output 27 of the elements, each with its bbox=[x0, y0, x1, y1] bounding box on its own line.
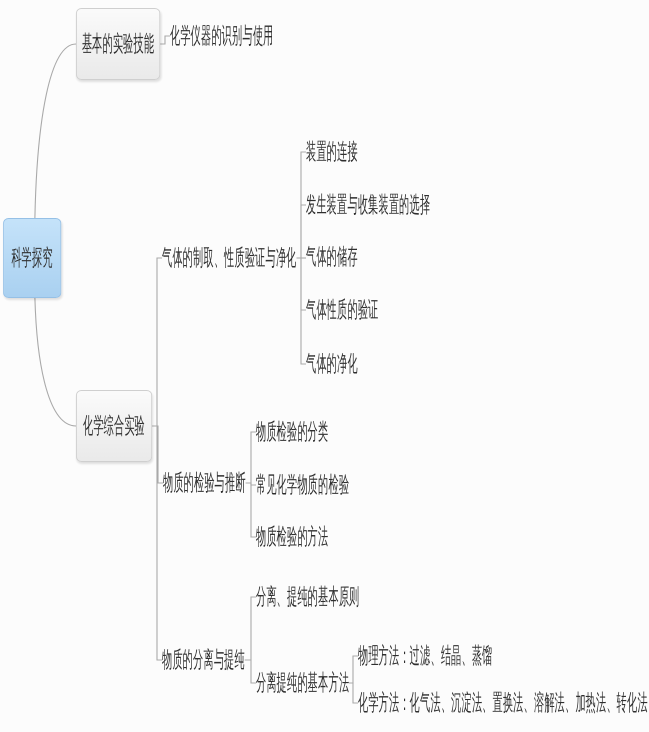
branch-label: 分离提纯的基本方法 bbox=[256, 670, 350, 696]
branch-label: 化学仪器的识别与使用 bbox=[170, 23, 274, 49]
branch-label: 发生装置与收集装置的选择 bbox=[306, 192, 430, 218]
connector-line bbox=[160, 35, 170, 45]
connector-line bbox=[34, 43, 76, 218]
root-topic-box: 科学探究 bbox=[3, 218, 61, 298]
branch-label: 气体性质的验证 bbox=[306, 297, 378, 323]
branch-label: 装置的连接 bbox=[306, 139, 358, 165]
branch-label: 化学方法：化气法、沉淀法、置换法、溶解法、加热法、转化法 bbox=[358, 690, 648, 716]
branch-label: 常见化学物质的检验 bbox=[256, 472, 350, 498]
connector-line bbox=[246, 482, 256, 538]
branch-label: 物质的分离与提纯 bbox=[162, 647, 245, 673]
branch-label: 物质的检验与推断 bbox=[163, 470, 246, 496]
connector-line bbox=[244, 659, 256, 684]
branch-label: 物质检验的分类 bbox=[256, 419, 328, 445]
branch-label: 气体的制取、性质验证与净化 bbox=[162, 245, 297, 271]
branch-label: 物质检验的方法 bbox=[256, 524, 328, 550]
connector-line bbox=[34, 298, 76, 427]
connector-line bbox=[296, 257, 306, 365]
branch-label: 气体的储存 bbox=[306, 244, 358, 270]
connector-line bbox=[349, 682, 358, 704]
branch-label: 物理方法：过滤、结晶、蒸馏 bbox=[358, 643, 493, 669]
topic-box: 基本的实验技能 bbox=[76, 8, 160, 80]
branch-label: 分离、提纯的基本原则 bbox=[256, 584, 360, 610]
connector-line bbox=[152, 425, 162, 661]
topic-box: 化学综合实验 bbox=[76, 390, 152, 462]
branch-label: 气体的净化 bbox=[306, 351, 358, 377]
